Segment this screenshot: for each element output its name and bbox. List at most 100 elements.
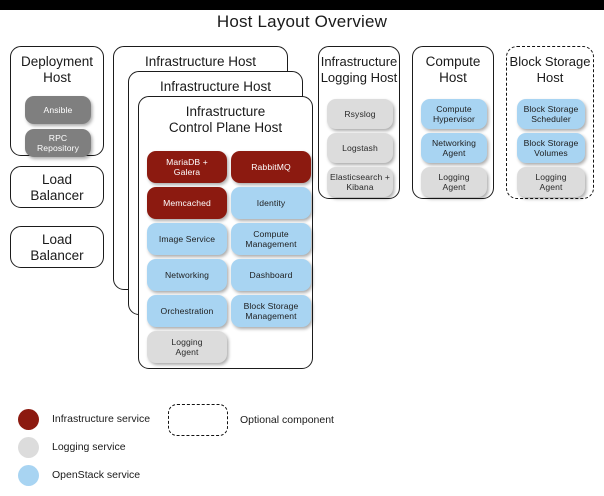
host-block-storage-title: Block Storage Host — [507, 54, 593, 86]
service-ansible-label: Ansible — [43, 104, 73, 115]
host-control-plane-line1: Infrastructure — [185, 104, 266, 119]
service-block-storage-management-label: Block Storage Management — [244, 301, 299, 322]
service-rpc-repository-label: RPC Repository — [37, 133, 79, 154]
service-logging-agent-bs-line2: Agent — [539, 182, 563, 192]
host-load-balancer-2-title: Load Balancer — [11, 232, 103, 264]
service-logging-agent-compute-line1: Logging — [438, 171, 470, 182]
service-networking-agent-line2: Agent — [442, 148, 466, 158]
host-compute-line1: Compute — [425, 54, 481, 69]
host-deployment: Deployment Host Ansible RPC Repository — [10, 46, 104, 157]
host-infrastructure-middle-title: Infrastructure Host — [159, 79, 272, 94]
host-infrastructure-control-plane-title: Infrastructure Control Plane Host — [139, 104, 312, 136]
host-control-plane-line2: Control Plane Host — [168, 120, 283, 135]
service-dashboard[interactable]: Dashboard — [231, 259, 311, 291]
service-image-service[interactable]: Image Service — [147, 223, 227, 255]
service-mariadb-galera-label: MariaDB + Galera — [166, 157, 208, 178]
host-load-balancer-2-line1: Load — [41, 232, 73, 247]
service-logging-agent-compute[interactable]: Logging Agent — [421, 167, 487, 197]
service-logstash[interactable]: Logstash — [327, 133, 393, 163]
service-identity[interactable]: Identity — [231, 187, 311, 219]
service-dashboard-label: Dashboard — [249, 269, 293, 280]
service-logging-agent-compute-line2: Agent — [442, 182, 466, 192]
service-elasticsearch-kibana-label: Elasticsearch + Kibana — [330, 172, 390, 193]
service-logging-agent-cp-line2: Agent — [175, 347, 199, 357]
service-bsm-line1: Block Storage — [243, 300, 299, 311]
host-block-storage-line2: Host — [536, 70, 564, 85]
host-compute-title: Compute Host — [413, 54, 493, 86]
service-mariadb-galera[interactable]: MariaDB + Galera — [147, 151, 227, 183]
service-logstash-label: Logstash — [342, 142, 378, 153]
host-load-balancer-1: Load Balancer — [10, 166, 104, 208]
legend-swatch-logging-service — [18, 437, 39, 458]
service-elasticsearch-kibana[interactable]: Elasticsearch + Kibana — [327, 167, 393, 197]
service-memcached[interactable]: Memcached — [147, 187, 227, 219]
host-deployment-title: Deployment Host — [11, 54, 103, 86]
service-networking[interactable]: Networking — [147, 259, 227, 291]
service-networking-label: Networking — [165, 269, 209, 280]
service-networking-agent-line1: Networking — [432, 137, 476, 148]
service-logging-agent-block-storage[interactable]: Logging Agent — [517, 167, 585, 197]
host-deployment-title-line2: Host — [43, 70, 71, 85]
service-compute-hypervisor-line1: Compute — [436, 103, 472, 114]
service-memcached-label: Memcached — [163, 197, 211, 208]
service-elasticsearch-line2: Kibana — [346, 182, 374, 192]
service-logging-agent-block-storage-label: Logging Agent — [535, 172, 566, 193]
service-block-storage-volumes[interactable]: Block Storage Volumes — [517, 133, 585, 163]
legend-label-infrastructure-service: Infrastructure service — [52, 413, 151, 425]
service-rpc-repository-line1: RPC — [48, 132, 68, 143]
service-rpc-repository-line2: Repository — [36, 143, 80, 153]
legend-label-openstack-service: OpenStack service — [52, 469, 141, 481]
service-logging-agent-control-plane-label: Logging Agent — [171, 337, 202, 358]
service-compute-management-label: Compute Management — [245, 229, 296, 250]
host-block-storage: Block Storage Host Block Storage Schedul… — [506, 46, 594, 199]
service-bsm-line2: Management — [245, 311, 297, 321]
host-logging-line2: Logging Host — [320, 70, 398, 85]
host-load-balancer-1-title: Load Balancer — [11, 172, 103, 204]
host-deployment-title-line1: Deployment — [20, 54, 94, 69]
service-logging-agent-control-plane[interactable]: Logging Agent — [147, 331, 227, 363]
service-mariadb-line1: MariaDB + — [166, 156, 208, 167]
host-infrastructure-logging: Infrastructure Logging Host Rsyslog Logs… — [318, 46, 400, 199]
top-black-bar — [0, 0, 604, 10]
host-load-balancer-1-line2: Balancer — [30, 188, 84, 203]
legend-swatch-optional-component — [168, 404, 228, 436]
service-block-storage-volumes-label: Block Storage Volumes — [524, 138, 579, 159]
host-load-balancer-2: Load Balancer — [10, 226, 104, 268]
service-bs-volumes-line2: Volumes — [534, 148, 568, 158]
legend-label-logging-service: Logging service — [52, 441, 126, 453]
service-block-storage-management[interactable]: Block Storage Management — [231, 295, 311, 327]
host-infrastructure-control-plane: Infrastructure Control Plane Host MariaD… — [138, 96, 313, 369]
service-image-service-label: Image Service — [158, 233, 216, 244]
service-compute-mgmt-line2: Management — [245, 239, 297, 249]
service-rabbitmq[interactable]: RabbitMQ — [231, 151, 311, 183]
service-block-storage-scheduler[interactable]: Block Storage Scheduler — [517, 99, 585, 129]
service-logging-agent-cp-line1: Logging — [171, 336, 203, 347]
service-bs-scheduler-line2: Scheduler — [531, 114, 571, 124]
host-compute: Compute Host Compute Hypervisor Networki… — [412, 46, 494, 199]
host-compute-line2: Host — [439, 70, 467, 85]
service-mariadb-line2: Galera — [173, 167, 201, 177]
page-title: Host Layout Overview — [216, 12, 388, 31]
service-compute-management[interactable]: Compute Management — [231, 223, 311, 255]
host-block-storage-line1: Block Storage — [509, 54, 591, 69]
service-rsyslog[interactable]: Rsyslog — [327, 99, 393, 129]
service-compute-hypervisor[interactable]: Compute Hypervisor — [421, 99, 487, 129]
service-bs-scheduler-line1: Block Storage — [523, 103, 579, 114]
host-load-balancer-1-line1: Load — [41, 172, 73, 187]
service-orchestration[interactable]: Orchestration — [147, 295, 227, 327]
service-networking-agent[interactable]: Networking Agent — [421, 133, 487, 163]
host-infrastructure-logging-title: Infrastructure Logging Host — [319, 54, 399, 86]
service-rpc-repository[interactable]: RPC Repository — [25, 129, 91, 157]
service-compute-hypervisor-label: Compute Hypervisor — [433, 104, 475, 125]
service-bs-volumes-line1: Block Storage — [523, 137, 579, 148]
service-networking-agent-label: Networking Agent — [432, 138, 476, 159]
service-ansible[interactable]: Ansible — [25, 96, 91, 124]
service-block-storage-scheduler-label: Block Storage Scheduler — [524, 104, 579, 125]
host-logging-line1: Infrastructure — [320, 54, 398, 69]
service-identity-label: Identity — [256, 197, 286, 208]
service-elasticsearch-line1: Elasticsearch + — [329, 171, 390, 182]
service-compute-hypervisor-line2: Hypervisor — [432, 114, 476, 124]
service-compute-mgmt-line1: Compute — [253, 228, 289, 239]
legend-swatch-openstack-service — [18, 465, 39, 486]
